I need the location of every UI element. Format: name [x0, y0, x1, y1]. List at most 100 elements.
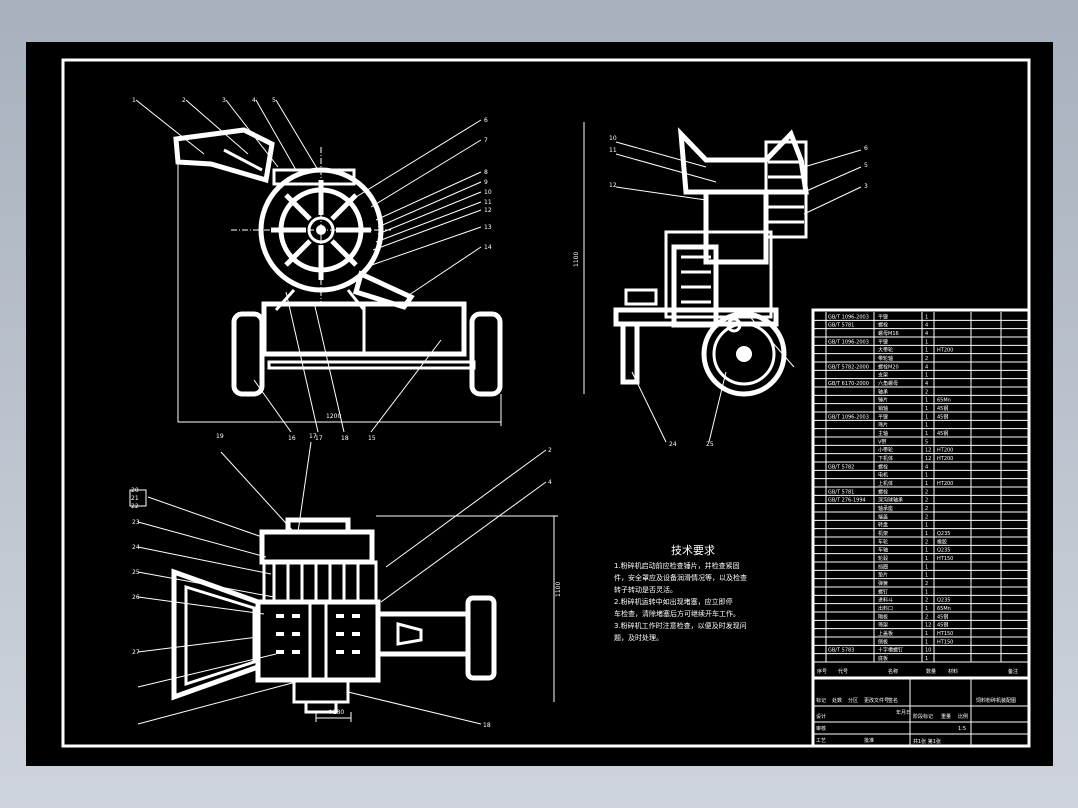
bom-cell-name: 螺栓	[878, 322, 888, 329]
top-left-label-21: 21	[131, 495, 139, 502]
bom-cell-qty: 1	[925, 423, 928, 429]
bom-cell-name: 进料斗	[878, 597, 893, 604]
top-label-4: 4	[548, 479, 552, 486]
bom-cell-name: 转盘	[878, 522, 888, 529]
bom-cell-qty: 2	[925, 389, 928, 395]
front-label-9: 9	[484, 179, 488, 186]
tech-line-6: 3.粉碎机工作时注意检查，以便及时发现问	[614, 621, 747, 630]
bom-cell-name: 螺母M16	[878, 330, 899, 337]
side-motor	[703, 189, 769, 265]
front-label-13: 13	[484, 224, 492, 231]
bom-cell-std: GB/T 1096-2003	[828, 414, 869, 420]
bom-cell-name: 车轮	[878, 538, 888, 545]
bom-row: 筛片 1	[878, 422, 928, 429]
bom-cell-mat: HT150	[937, 639, 953, 645]
tb-change: 更改文件号	[864, 697, 889, 704]
bom-cell-qty: 1	[925, 589, 928, 595]
bom-cell-mat: Q235	[937, 548, 950, 554]
bom-cell-qty: 4	[925, 464, 928, 470]
top-body	[255, 599, 381, 683]
tb-count: 处数	[832, 697, 842, 704]
bom-cell-name: 上机体	[878, 480, 893, 487]
bom-cell-name: 深沟球轴承	[878, 497, 903, 504]
bom-cell-mat: 45钢	[937, 622, 948, 629]
bom-cell-qty: 1	[925, 473, 928, 479]
bom-row: 车轮 2 橡胶	[878, 538, 947, 545]
bom-cell-qty: 4	[925, 364, 928, 370]
bom-cell-name: 螺钉	[878, 588, 888, 595]
top-left-label-27: 27	[132, 649, 140, 656]
tech-line-5: 车检查，清除堵塞后方可继续开车工作。	[614, 609, 740, 618]
tb-stage: 阶段标记	[913, 713, 933, 720]
bom-cell-std: GB/T 5782-2000	[828, 364, 869, 370]
tb-scale: 1:5	[958, 726, 966, 732]
tb-review: 审核	[816, 725, 826, 732]
bom-cell-qty: 2	[925, 539, 928, 545]
bom-cell-qty: 1	[925, 373, 928, 379]
bom-cell-qty: 2	[925, 506, 928, 512]
bom-cell-mat: Q235	[937, 531, 950, 537]
bom-cell-std: GB/T 5781	[828, 489, 854, 495]
bom-cell-name: 侧板	[878, 638, 888, 645]
front-label-12: 12	[484, 207, 492, 214]
bom-header-no: 序号	[817, 668, 827, 675]
bom-cell-std: GB/T 6170-2000	[828, 381, 869, 387]
bom-cell-mat: HT200	[937, 448, 953, 454]
bom-row: 螺钉 1	[878, 588, 928, 595]
bom-header: 序号 代号 名称 数量 材料 备注	[813, 661, 1029, 680]
bom-cell-name: 主轴	[878, 430, 888, 437]
side-label-24: 24	[669, 441, 677, 448]
bom-cell-std: GB/T 5783	[828, 648, 854, 654]
bom-cell-qty: 1	[925, 606, 928, 612]
bom-cell-name: 机架	[878, 530, 888, 537]
bom-cell-qty: 1	[925, 348, 928, 354]
bom-header-code: 代号	[838, 668, 848, 675]
bom-cell-qty: 12	[925, 456, 931, 462]
drawing-sheet: 1200 1 2 3 4 5 6	[26, 42, 1053, 766]
bom-cell-name: 螺栓	[878, 488, 888, 495]
bom-cell-qty: 4	[925, 323, 928, 329]
bom-cell-name: 小带轮	[878, 447, 893, 454]
bom-cell-mat: 橡胶	[937, 538, 947, 545]
front-label-7: 7	[484, 137, 488, 144]
bom-cell-qty: 1	[925, 656, 928, 662]
front-width-dim: 1200	[326, 413, 341, 420]
top-bottom-dim: Φ180	[328, 709, 344, 716]
bom-cell-name: 上盖板	[878, 630, 893, 637]
bom-cell-qty: 2	[925, 489, 928, 495]
tb-sheet-info: 共1张 第1张	[913, 738, 941, 745]
tb-mark: 标记	[816, 697, 826, 704]
bom-cell-qty: 1	[925, 531, 928, 537]
bom-cell-qty: 1	[925, 631, 928, 637]
front-label-4: 4	[252, 97, 256, 104]
bom-cell-name: 出料口	[878, 605, 893, 612]
bom-row: 机架 1 Q235	[878, 530, 950, 537]
bom-cell-mat: 45钢	[937, 413, 948, 420]
bom-header-mat: 材料	[948, 668, 958, 675]
side-label-3: 3	[864, 183, 868, 190]
top-label-18: 18	[483, 722, 491, 729]
tb-weight: 重量	[941, 713, 951, 720]
bom-cell-qty: 1	[925, 431, 928, 437]
bom-cell-name: 筛片	[878, 422, 888, 429]
tech-line-2: 件，安全罩应及设备润滑情况等，以及检查	[614, 573, 747, 582]
side-label-10: 10	[609, 135, 617, 142]
bom-cell-name: 筛架	[878, 622, 888, 629]
bom-cell-name: 平键	[878, 338, 888, 345]
